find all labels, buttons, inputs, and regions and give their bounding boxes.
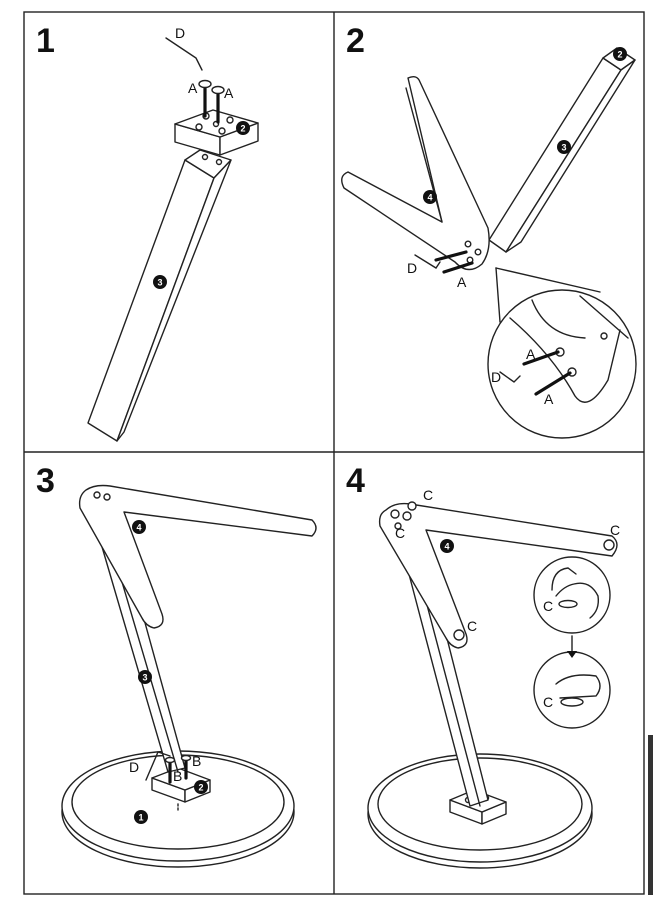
label-cap-c-elbow: C (467, 618, 477, 634)
label-zoom-wrench-d: D (491, 369, 501, 385)
badge-circle-3 (557, 140, 571, 154)
label-screw-b-right: B (192, 753, 201, 769)
pole-part-3 (87, 149, 232, 442)
pole-part-3 (488, 47, 636, 253)
badge-circle-2 (194, 780, 208, 794)
badge-arm-4: 4 (444, 542, 449, 552)
badge-bracket-2: 2 (198, 783, 203, 793)
hex-wrench-d (165, 37, 203, 71)
arm-part-4 (378, 501, 618, 649)
badge-pole-3: 3 (142, 673, 147, 683)
label-cap-c-left: C (395, 525, 405, 541)
label-cap-c-right: C (610, 522, 620, 538)
label-screw-a-left: A (188, 80, 198, 96)
label-zoom-screw-a-top: A (526, 346, 536, 362)
label-wrench-d: D (129, 759, 139, 775)
badge-pole-3: 3 (561, 143, 566, 153)
badge-circle-4 (423, 190, 437, 204)
panel-step-4: 4 (346, 462, 620, 869)
badge-circle-4 (440, 539, 454, 553)
badge-circle-3 (153, 275, 167, 289)
zoom-detail-circle (487, 289, 637, 439)
step-number-1: 1 (36, 22, 55, 60)
step-number-2: 2 (346, 22, 365, 60)
badge-pole-top-2: 2 (617, 50, 622, 60)
step-number-4: 4 (346, 462, 365, 500)
label-screw-a: A (457, 274, 467, 290)
label-wrench-d: D (175, 25, 185, 41)
hex-wrench-d (414, 254, 441, 269)
badge-pole-3: 3 (157, 278, 162, 288)
step-number-3: 3 (36, 462, 55, 500)
badge-circle-3 (138, 670, 152, 684)
panel-step-3: 3 D B B 4 (36, 462, 317, 868)
panel-grid (23, 11, 653, 895)
badge-base-1: 1 (138, 813, 143, 823)
panel-step-1: 1 D A A (36, 22, 259, 442)
label-screw-b-left: B (173, 768, 182, 784)
label-press-c-top: C (543, 598, 553, 614)
badge-circle-2 (613, 47, 627, 61)
badge-arm-4: 4 (427, 193, 432, 203)
screw-a-pair (198, 79, 225, 124)
label-press-c-bottom: C (543, 694, 553, 710)
arm-part-4 (78, 484, 317, 629)
badge-bracket-2: 2 (240, 124, 245, 134)
badge-circle-1 (134, 810, 148, 824)
hex-wrench-d (145, 751, 171, 781)
label-wrench-d: D (407, 260, 417, 276)
arm-part-4 (341, 75, 490, 271)
label-screw-a-right: A (224, 85, 234, 101)
cap-press-detail (533, 556, 611, 729)
badge-circle-2 (236, 121, 250, 135)
label-zoom-screw-a-bottom: A (544, 391, 554, 407)
panel-step-2: 2 D A (341, 22, 637, 439)
badge-arm-4: 4 (136, 523, 141, 533)
label-cap-c-top: C (423, 487, 433, 503)
badge-circle-4 (132, 520, 146, 534)
